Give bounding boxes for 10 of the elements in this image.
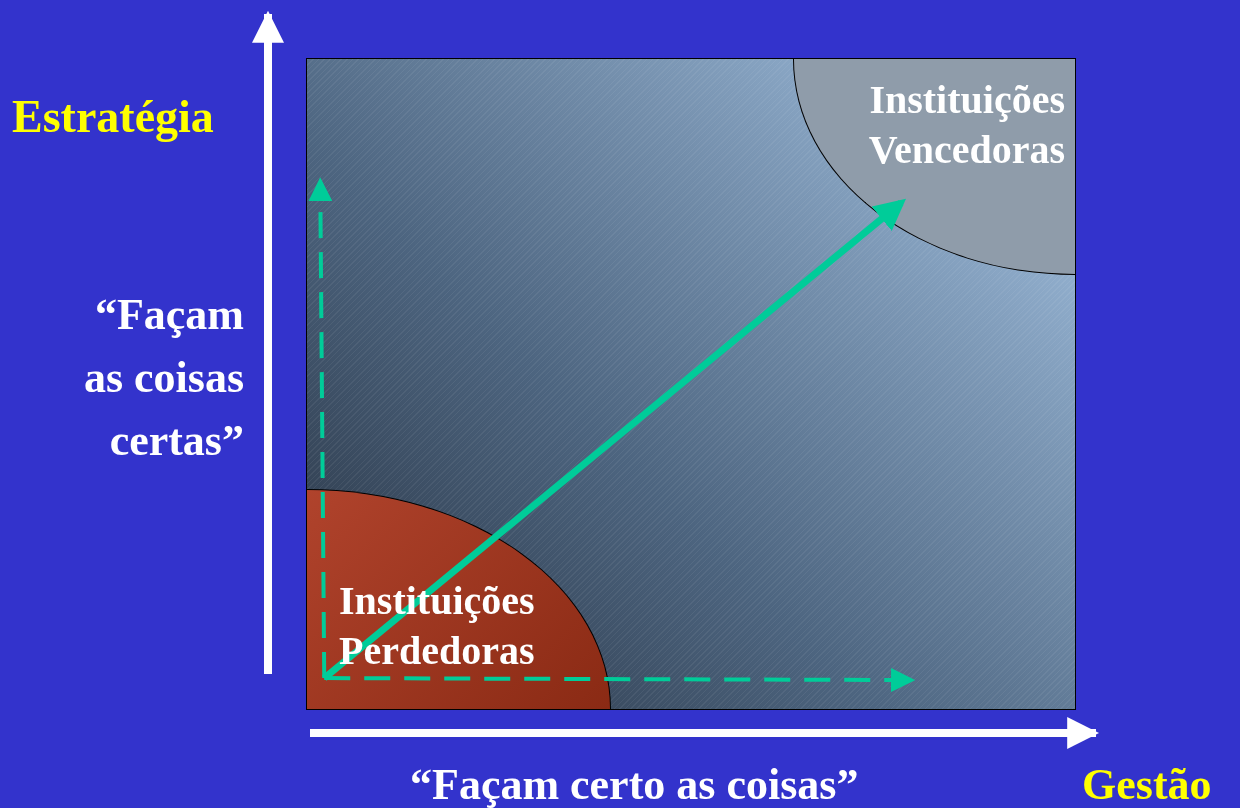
axis-description: “Façam certo as coisas” (410, 759, 859, 808)
axis-label: Estratégia (12, 90, 214, 144)
quadrant-region (793, 59, 1075, 275)
dashed-arrow (308, 177, 333, 679)
quadrant-region (307, 489, 611, 709)
region-label: Instituições Vencedoras (867, 76, 1065, 174)
dashed-arrow (324, 668, 916, 693)
axis-label: Gestão (1082, 759, 1212, 808)
chart-panel (306, 58, 1076, 710)
axis-description: “Façam as coisas certas” (82, 289, 244, 467)
